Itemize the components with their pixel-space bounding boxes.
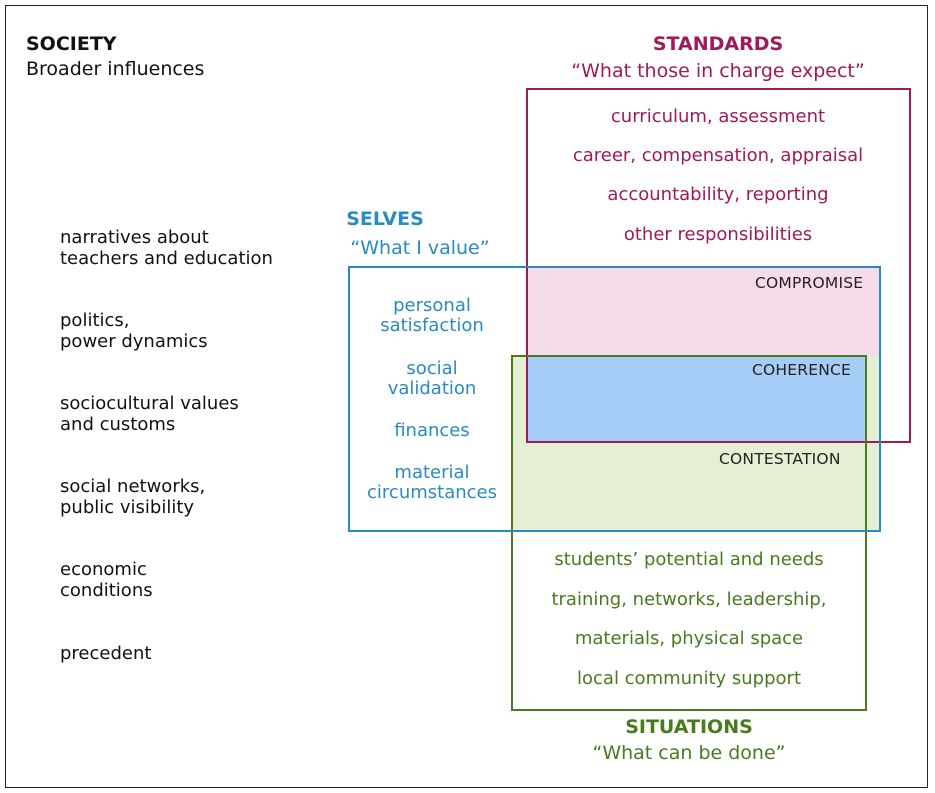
- selves-item-personal-satisfaction: personal satisfaction: [380, 295, 484, 336]
- society-subtitle: Broader influences: [26, 58, 205, 80]
- society-item-precedent: precedent: [60, 643, 152, 664]
- contestation-label: CONTESTATION: [719, 450, 841, 468]
- situations-box: [511, 355, 867, 711]
- society-title: SOCIETY: [26, 33, 117, 55]
- society-item-sociocultural: sociocultural values and customs: [60, 393, 239, 435]
- compromise-label: COMPROMISE: [755, 274, 864, 292]
- situations-item-community: local community support: [577, 668, 801, 689]
- selves-item-material-circumstances: material circumstances: [367, 462, 497, 503]
- diagram-frame: [5, 5, 928, 788]
- standards-item-other: other responsibilities: [623, 224, 813, 245]
- society-item-politics: politics, power dynamics: [60, 310, 208, 352]
- coherence-region: [526, 356, 865, 442]
- standards-item-career: career, compensation, appraisal: [572, 145, 864, 166]
- situations-title: SITUATIONS: [625, 716, 753, 738]
- standards-title: STANDARDS: [652, 33, 784, 55]
- society-item-economic: economic conditions: [60, 559, 153, 601]
- standards-item-accountability: accountability, reporting: [607, 184, 829, 205]
- standards-subtitle: “What those in charge expect”: [571, 60, 865, 82]
- selves-item-finances: finances: [394, 420, 470, 441]
- situations-subtitle: “What can be done”: [592, 742, 786, 764]
- standards-box: [526, 88, 911, 443]
- selves-item-social-validation: social validation: [387, 358, 477, 399]
- situations-item-training: training, networks, leadership,: [551, 589, 827, 610]
- situations-item-students: students’ potential and needs: [554, 549, 824, 570]
- society-item-social-networks: social networks, public visibility: [60, 476, 206, 518]
- society-item-narratives: narratives about teachers and education: [60, 227, 273, 269]
- coherence-label: COHERENCE: [752, 361, 852, 379]
- selves-box: [348, 266, 881, 532]
- situations-item-materials: materials, physical space: [574, 628, 804, 649]
- selves-subtitle: “What I value”: [350, 237, 490, 259]
- standards-item-curriculum: curriculum, assessment: [610, 106, 826, 127]
- selves-title: SELVES: [346, 208, 424, 230]
